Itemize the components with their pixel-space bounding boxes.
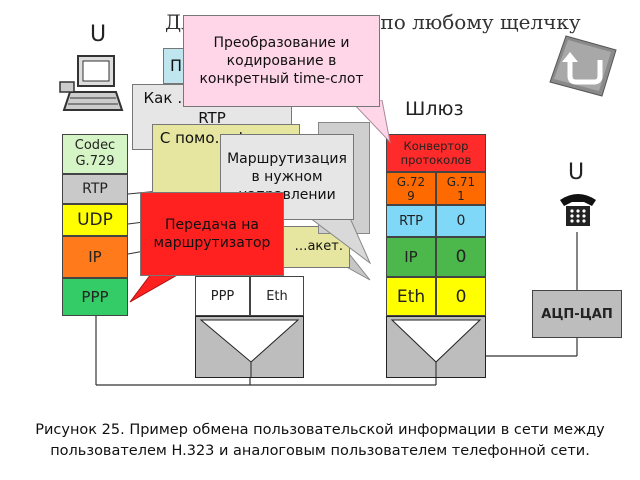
left-stack-udp: UDP [62,204,128,236]
callout-transfer-text: Передача на маршрутизатор [153,216,271,251]
left-stack-codec: Codec G.729 [62,134,128,174]
figure-caption: Рисунок 25. Пример обмена пользовательск… [35,422,605,459]
gateway-label: Шлюз [405,98,464,120]
gateway-node [386,316,486,378]
left-stack-ppp: PPP [62,278,128,316]
computer-icon [56,52,126,116]
gateway-rtp: RTP [386,205,436,237]
left-stack-rtp: RTP [62,174,128,204]
callout-transfer: Передача на маршрутизатор [140,192,284,276]
gateway-rtp-zero: 0 [436,205,486,237]
connection-lines [95,189,578,386]
user-right-label: U [568,160,585,185]
left-stack-ip: IP [62,236,128,278]
telephone-icon [556,190,600,230]
return-button-icon [549,35,617,97]
return-button[interactable] [548,30,618,100]
gateway-converter: Конвертор протоколов [386,134,486,172]
callout-packet-partial-text: …акет. [294,238,343,254]
callout-conversion: Преобразование и кодирование в конкретны… [183,15,380,107]
gateway-codec-g711: G.711 [436,172,486,205]
gateway-codec-g729: G.729 [386,172,436,205]
router-node [195,316,304,378]
gateway-eth-zero: 0 [436,277,486,316]
callout-conversion-tail [349,100,391,144]
user-left-label: U [90,22,107,47]
adc-dac-box: АЦП-ЦАП [532,290,622,338]
gateway-eth: Eth [386,277,436,316]
callout-routing-tail [309,218,372,265]
gateway-ip-zero: 0 [436,237,486,277]
gateway-ip: IP [386,237,436,277]
router-stack-ppp: PPP [195,276,250,316]
router-stack-eth: Eth [250,276,304,316]
callout-p-partial-text: П [170,55,183,75]
callout-conversion-text: Преобразование и кодирование в конкретны… [199,34,364,88]
